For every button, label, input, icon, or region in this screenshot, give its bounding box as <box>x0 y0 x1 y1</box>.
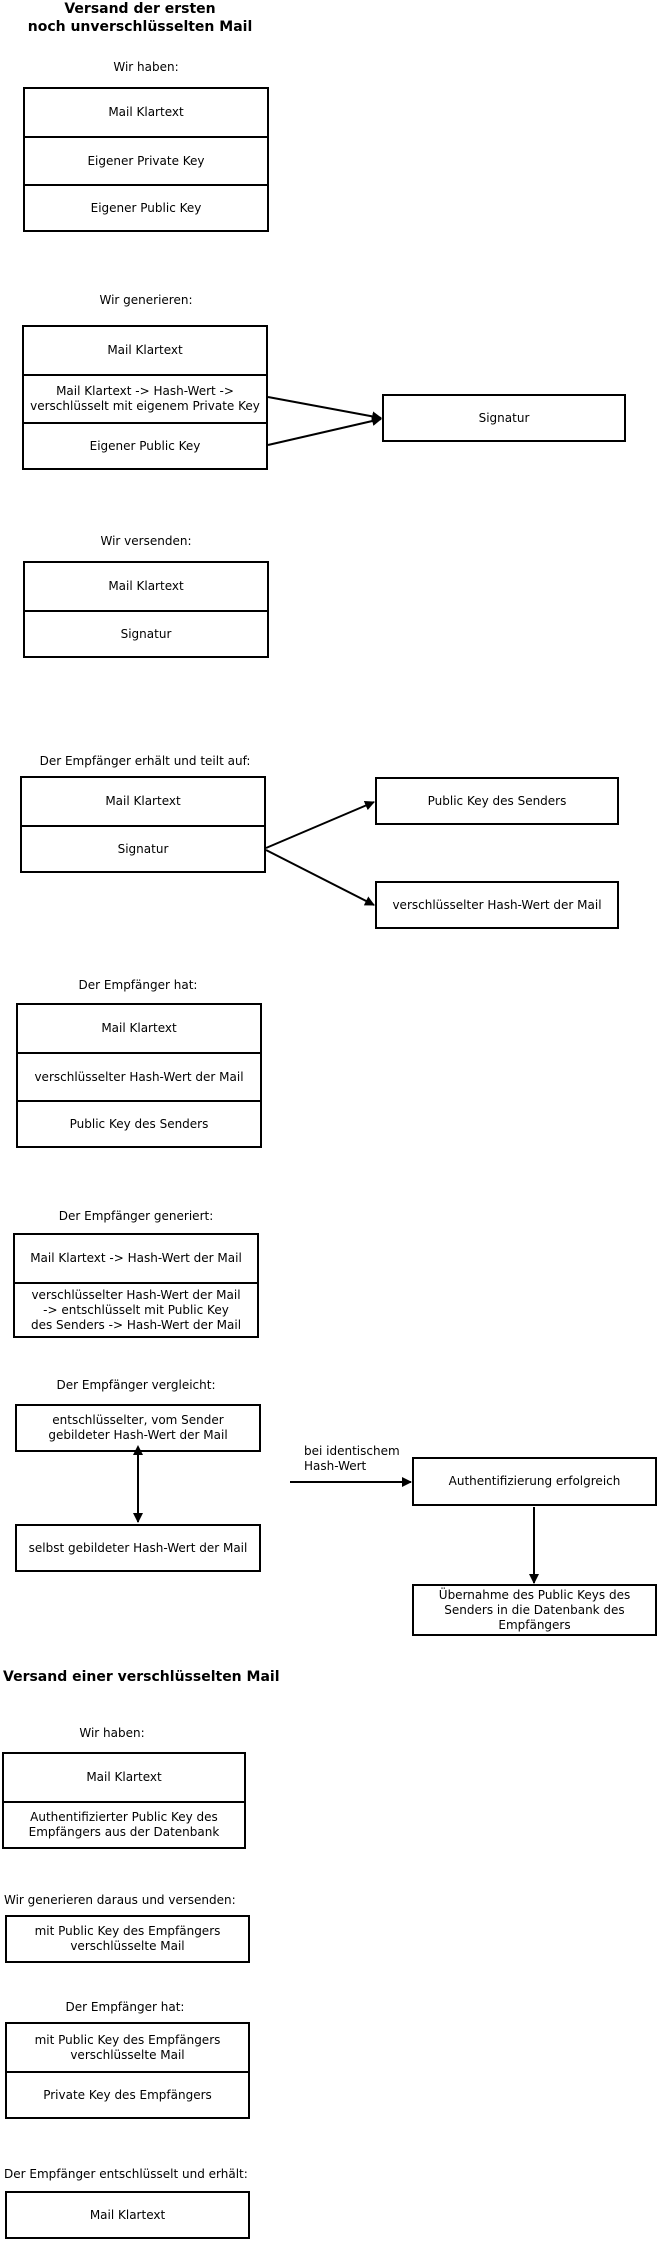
step3-cell-signature: Signatur <box>25 610 267 656</box>
arrow-public-key-to-signature <box>267 416 382 446</box>
step2-label: Wir generieren: <box>99 293 193 307</box>
step1-stack: Mail Klartext Eigener Private Key Eigene… <box>23 87 269 232</box>
step5-cell-encrypted-hash: verschlüsselter Hash-Wert der Mail <box>18 1052 260 1100</box>
step3-stack: Mail Klartext Signatur <box>23 561 269 658</box>
step6-cell-hash: Mail Klartext -> Hash-Wert der Mail <box>30 1251 242 1265</box>
s2-step1-stack: Mail Klartext Authentifizierter Public K… <box>2 1752 246 1849</box>
step1-cell-public-key: Eigener Public Key <box>25 184 267 230</box>
step2-cell-public-key: Eigener Public Key <box>24 422 266 468</box>
step2-stack: Mail Klartext Mail Klartext -> Hash-Wert… <box>22 325 268 470</box>
step4-stack: Mail Klartext Signatur <box>20 776 266 873</box>
s2-step3-label: Der Empfänger hat: <box>65 2000 185 2014</box>
section1-title: Versand der ersten noch unverschlüsselte… <box>27 1 253 35</box>
s2-plaintext-box: Mail Klartext <box>5 2191 250 2239</box>
step2-cell-hash-sign: Mail Klartext -> Hash-Wert -> verschlüss… <box>24 374 266 422</box>
public-key-sender-box: Public Key des Senders <box>375 777 619 825</box>
step5-cell-mail: Mail Klartext <box>101 1021 177 1035</box>
arrow-signature-to-public-key <box>265 800 375 849</box>
decrypted-hash-box: entschlüsselter, vom Sender gebildeter H… <box>15 1404 261 1452</box>
step6-label: Der Empfänger generiert: <box>58 1209 214 1223</box>
signature-box: Signatur <box>382 394 626 442</box>
step3-label: Wir versenden: <box>100 534 192 548</box>
arrow-hash-to-signature <box>267 396 382 422</box>
step4-cell-mail: Mail Klartext <box>105 794 181 808</box>
s2-encrypted-mail-box: mit Public Key des Empfängers verschlüss… <box>5 1915 250 1963</box>
step5-cell-public-key: Public Key des Senders <box>18 1100 260 1146</box>
step1-cell-private-key: Eigener Private Key <box>25 136 267 184</box>
s2-step3-stack: mit Public Key des Empfängers verschlüss… <box>5 2022 250 2119</box>
adopt-public-key-box: Übernahme des Public Keys des Senders in… <box>412 1584 657 1636</box>
step6-cell-decrypt: verschlüsselter Hash-Wert der Mail -> en… <box>15 1282 257 1336</box>
s2-step1-cell-mail: Mail Klartext <box>86 1770 162 1784</box>
step7-label: Der Empfänger vergleicht: <box>56 1378 216 1392</box>
step4-label: Der Empfänger erhält und teilt auf: <box>39 754 251 768</box>
edge-label-identical-hash: bei identischem Hash-Wert <box>304 1444 400 1473</box>
s2-step4-label: Der Empfänger entschlüsselt und erhält: <box>4 2167 248 2181</box>
step1-cell-mail: Mail Klartext <box>108 105 184 119</box>
s2-step1-cell-public-key: Authentifizierter Public Key des Empfäng… <box>4 1801 244 1847</box>
s2-step3-cell-encrypted-mail: mit Public Key des Empfängers verschlüss… <box>34 2032 221 2062</box>
step2-cell-mail: Mail Klartext <box>107 343 183 357</box>
own-hash-box: selbst gebildeter Hash-Wert der Mail <box>15 1524 261 1572</box>
encrypted-hash-box: verschlüsselter Hash-Wert der Mail <box>375 881 619 929</box>
s2-step2-label: Wir generieren daraus und versenden: <box>4 1893 236 1907</box>
s2-step3-cell-private-key: Private Key des Empfängers <box>7 2071 248 2117</box>
section2-title: Versand einer verschlüsselten Mail <box>3 1669 280 1685</box>
step1-label: Wir haben: <box>113 60 179 74</box>
step6-stack: Mail Klartext -> Hash-Wert der Mail vers… <box>13 1233 259 1338</box>
s2-step1-label: Wir haben: <box>79 1726 145 1740</box>
authentication-box: Authentifizierung erfolgreich <box>412 1457 657 1506</box>
step5-label: Der Empfänger hat: <box>78 978 198 992</box>
arrow-signature-to-encrypted-hash <box>265 849 375 906</box>
step3-cell-mail: Mail Klartext <box>108 579 184 593</box>
step5-stack: Mail Klartext verschlüsselter Hash-Wert … <box>16 1003 262 1148</box>
step4-cell-signature: Signatur <box>22 825 264 871</box>
